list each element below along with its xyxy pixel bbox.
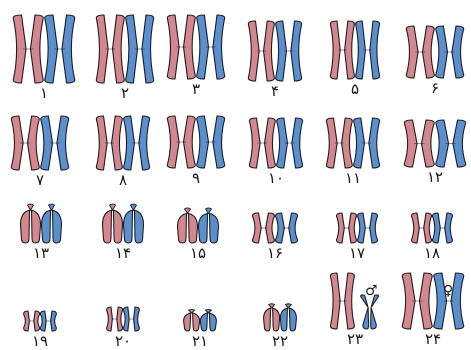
chromosome-pair-4: ۴ (239, 20, 311, 99)
chromosome-pair-6-figure (399, 25, 471, 79)
chromosome-pair-16: ۱۶ (239, 212, 311, 261)
y-chromosome (361, 295, 379, 329)
chromosome-pair-17-figure (321, 212, 393, 244)
chromosome-pair-20: ۲۰ (87, 306, 159, 349)
chromosome-pair-14-figure (87, 202, 159, 244)
pair-number-label: ۱۸ (396, 245, 468, 261)
chromosome-pair-21: ۲۱ (164, 308, 236, 349)
pair-number-label: ۸ (87, 172, 159, 188)
maternal-chromosome-22-satellite (269, 304, 275, 308)
chromosome-pair-7: ۷ (4, 115, 76, 188)
chromosome-pair-19: ۱۹ (4, 310, 76, 349)
chromosome-pair-13: ۱۳ (5, 202, 77, 261)
pair-number-label: ۱۵ (162, 245, 234, 261)
chromosome-pair-8-figure (87, 115, 159, 171)
pair-number-label: ۱۳ (5, 245, 77, 261)
chromosome-pair-10-figure (240, 117, 312, 169)
chromosome-pair-16-figure (239, 212, 311, 244)
chromosome-pair-3-figure (160, 14, 232, 80)
maternal-chromosome-14 (103, 210, 123, 243)
paternal-chromosome-21-satellite (205, 310, 211, 313)
paternal-chromosome-22 (280, 308, 296, 331)
chromosome-pair-11-figure (317, 117, 389, 169)
pair-number-label: ۱۰ (240, 170, 312, 186)
pair-number-label: ۱۴ (87, 245, 159, 261)
chromosome-pair-9: ۹ (160, 115, 232, 186)
chromosome-pair-2-figure (89, 14, 161, 84)
paternal-chromosome-15 (199, 213, 219, 243)
chromosome-pair-5: ۵ (319, 20, 391, 97)
chromosome-pair-22: ۲۲ (244, 302, 316, 349)
pair-number-label: ۷ (4, 172, 76, 188)
paternal-chromosome-22-satellite (285, 304, 291, 308)
chromosome-pair-23: ۲۳ (319, 272, 391, 347)
chromosome-pair-14: ۱۴ (87, 202, 159, 261)
pair-number-label: ۱۶ (239, 245, 311, 261)
female-symbol-icon: ♀ (443, 284, 453, 298)
paternal-chromosome-13 (42, 210, 62, 243)
pair-number-label: ۵ (319, 81, 391, 97)
paternal-chromosome-15-satellite (206, 208, 212, 214)
pair-number-label: ۳ (160, 81, 232, 97)
paternal-chromosome-13-satellite (49, 204, 55, 210)
chromosome-pair-15-figure (162, 206, 234, 244)
maternal-chromosome-14-satellite (110, 204, 116, 210)
pair-number-label: ۲۴ (397, 331, 469, 347)
chromosome-pair-4-figure (239, 20, 311, 82)
male-symbol-icon: ♂ (365, 284, 378, 298)
chromosome-pair-12: ۱۲ (399, 119, 471, 185)
chromosome-pair-6: ۶ (399, 25, 471, 96)
chromosome-pair-15: ۱۵ (162, 206, 234, 261)
chromosome-pair-11: ۱۱ (317, 117, 389, 186)
pair-number-label: ۶ (399, 80, 471, 96)
chromosome-pair-18: ۱۸ (396, 212, 468, 261)
chromosome-pair-20-figure (87, 306, 159, 332)
chromosome-pair-23-figure (319, 272, 391, 330)
paternal-chromosome-14-satellite (131, 204, 137, 210)
pair-number-label: ۹ (160, 170, 232, 186)
maternal-chromosome-15-satellite (185, 208, 191, 214)
chromosome-pair-2: ۲ (89, 14, 161, 101)
chromosome-pair-10: ۱۰ (240, 117, 312, 186)
paternal-chromosome-21 (200, 313, 216, 331)
pair-number-label: ۴ (239, 83, 311, 99)
maternal-chromosome-21 (184, 313, 200, 331)
chromosome-pair-9-figure (160, 115, 232, 169)
chromosome-pair-18-figure (396, 212, 468, 244)
maternal-chromosome-21-satellite (189, 310, 195, 313)
chromosome-pair-5-figure (319, 20, 391, 80)
chromosome-pair-8: ۸ (87, 115, 159, 188)
maternal-chromosome-13 (21, 210, 41, 243)
paternal-chromosome-14 (124, 210, 144, 243)
chromosome-pair-1-figure (8, 14, 80, 84)
chromosome-pair-17: ۱۷ (321, 212, 393, 261)
pair-number-label: ۱ (8, 85, 80, 101)
chromosome-pair-24: ۲۴ (397, 272, 469, 347)
chromosome-pair-22-figure (244, 302, 316, 332)
maternal-chromosome-13-satellite (28, 204, 34, 210)
pair-number-label: ۲ (89, 85, 161, 101)
chromosome-pair-12-figure (399, 119, 471, 168)
pair-number-label: ۱۱ (317, 170, 389, 186)
chromosome-pair-13-figure (5, 202, 77, 244)
maternal-chromosome-15 (178, 213, 198, 243)
pair-number-label: ۱۷ (321, 245, 393, 261)
chromosome-pair-19-figure (4, 310, 76, 332)
chromosome-pair-7-figure (4, 115, 76, 171)
pair-number-label: ۲۳ (319, 331, 391, 347)
chromosome-pair-1: ۱ (8, 14, 80, 101)
pair-number-label: ۱۲ (399, 169, 471, 185)
chromosome-pair-24-figure (397, 272, 469, 330)
maternal-chromosome-22 (264, 308, 280, 331)
chromosome-pair-3: ۳ (160, 14, 232, 97)
chromosome-pair-21-figure (164, 308, 236, 332)
